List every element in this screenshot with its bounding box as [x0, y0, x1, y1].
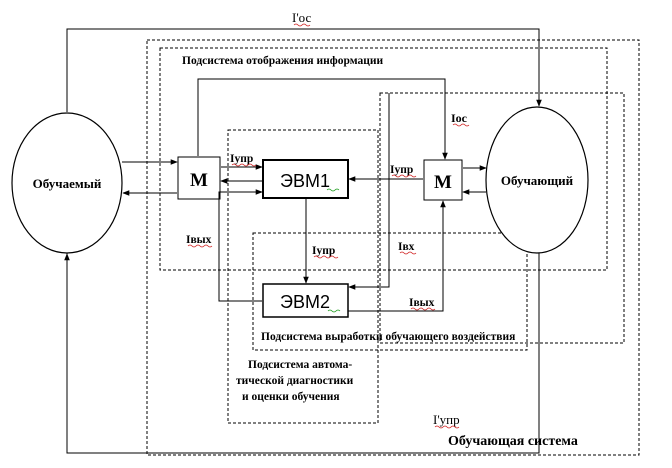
diagnostics-subsystem-box [227, 129, 379, 424]
label-i-upr-right: Iупр [390, 164, 413, 176]
label-i-upr-mid: Iупр [312, 245, 335, 257]
label-i-os: Iос [451, 111, 468, 125]
m-right-box [423, 159, 463, 201]
label-i-vh: Iвх [398, 241, 415, 253]
label-subsystem-diag-2: тической диагностики [236, 375, 354, 387]
evm1-box [262, 159, 349, 199]
display-subsystem-box [159, 47, 608, 271]
evm2-box [262, 283, 349, 318]
label-subsystem-diag-3: и оценки обучения [242, 391, 340, 403]
label-i-upr-bottom: I'упр [433, 412, 460, 427]
learner-node [11, 112, 123, 254]
label-i-os-top: I'ос [292, 10, 311, 25]
label-i-vyh-left: Iвых [186, 234, 212, 246]
label-subsystem-diag-1: Подсистема автома- [248, 359, 352, 371]
upper-right-box [379, 92, 625, 344]
label-subsystem-display: Подсистема отображения информации [182, 55, 383, 67]
generation-subsystem-box [252, 232, 528, 351]
label-i-vyh-right: Iвых [409, 297, 435, 309]
m-right-label: М [434, 172, 452, 193]
evm1-label: ЭВМ1 [280, 171, 330, 191]
m-left-box [177, 156, 221, 200]
teacher-node [485, 106, 589, 254]
label-training-system: Обучающая система [448, 434, 578, 449]
evm2-label: ЭВМ2 [280, 292, 330, 312]
training-system-box [146, 39, 640, 456]
learner-label: Обучаемый [33, 176, 102, 191]
outer-feedback-box [66, 28, 540, 454]
label-subsystem-generation: Подсистема выработки обучающего воздейст… [261, 331, 515, 343]
label-i-upr-left: Iупр [230, 153, 253, 165]
teacher-label: Обучающий [501, 173, 574, 188]
m-left-label: М [190, 170, 208, 191]
